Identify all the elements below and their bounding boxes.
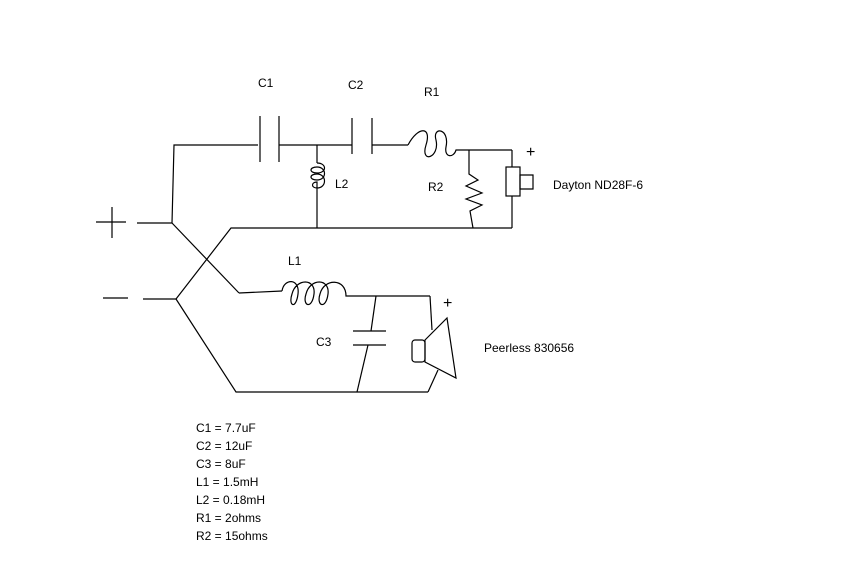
resistor-r1 bbox=[407, 130, 512, 158]
component-value-line: C2 = 12uF bbox=[196, 439, 253, 453]
component-value-line: R1 = 2ohms bbox=[196, 511, 262, 525]
component-values-list: C1 = 7.7uF C2 = 12uF C3 = 8uF L1 = 1.5mH L2 … bbox=[196, 419, 268, 545]
input-plus-terminal bbox=[96, 207, 126, 238]
label-woofer: Peerless 830656 bbox=[484, 341, 574, 355]
component-value-line: C1 = 7.7uF bbox=[196, 421, 256, 435]
woofer-speaker-symbol bbox=[411, 295, 457, 393]
label-l2: L2 bbox=[335, 177, 349, 191]
input-wiring bbox=[137, 144, 512, 393]
component-value-line: C3 = 8uF bbox=[196, 457, 246, 471]
label-c2: C2 bbox=[348, 78, 364, 92]
inductor-l1 bbox=[238, 281, 430, 306]
capacitor-c1 bbox=[259, 116, 352, 162]
capacitor-c2 bbox=[351, 118, 408, 154]
resistor-r2 bbox=[464, 150, 484, 229]
tweeter-plus-sign: + bbox=[526, 144, 535, 161]
inductor-l2 bbox=[310, 145, 326, 228]
label-l1: L1 bbox=[288, 254, 302, 268]
component-value-line: L1 = 1.5mH bbox=[196, 475, 259, 489]
label-c1: C1 bbox=[258, 76, 274, 90]
woofer-plus-sign: + bbox=[443, 295, 452, 312]
label-r2: R2 bbox=[428, 180, 444, 194]
capacitor-c3 bbox=[353, 295, 386, 393]
label-c3: C3 bbox=[316, 335, 332, 349]
component-value-line: L2 = 0.18mH bbox=[196, 493, 266, 507]
tweeter-speaker-symbol bbox=[505, 150, 534, 228]
component-value-line: R2 = 15ohms bbox=[196, 529, 268, 543]
label-r1: R1 bbox=[424, 85, 440, 99]
label-tweeter: Dayton ND28F-6 bbox=[553, 178, 643, 192]
